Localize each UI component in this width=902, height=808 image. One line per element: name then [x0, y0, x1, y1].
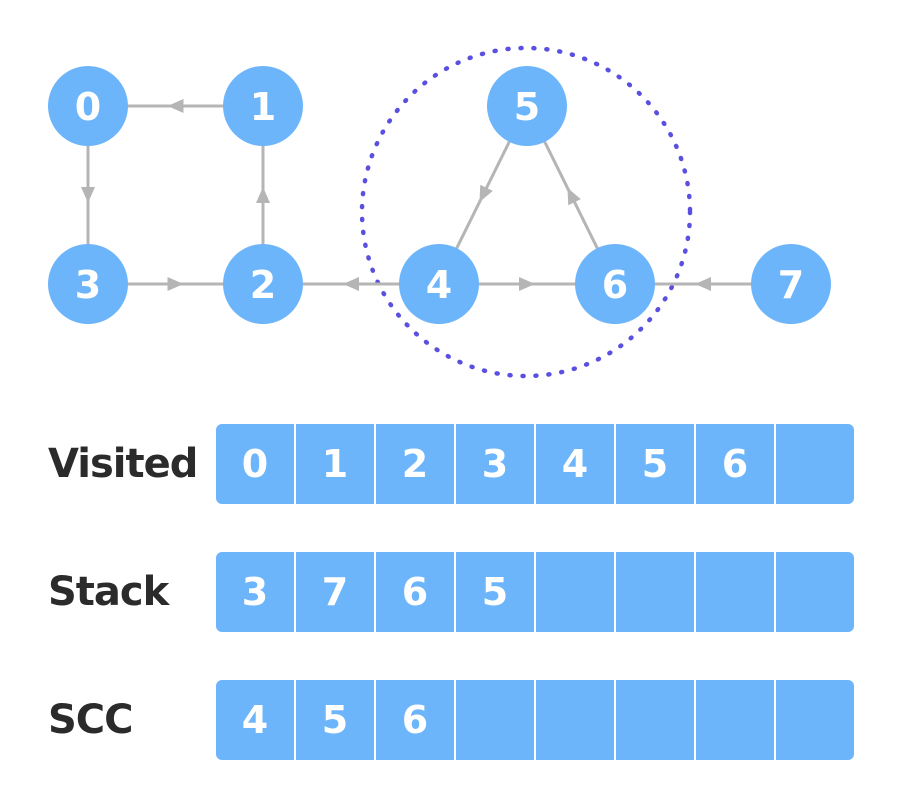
visited-cell: 0 [216, 424, 296, 504]
arrowhead-icon [519, 277, 535, 291]
graph-node-5: 5 [487, 66, 567, 146]
arrowhead-icon [479, 184, 493, 203]
arrowhead-icon [256, 187, 270, 203]
arrowhead-icon [81, 187, 95, 203]
stack-cell: 3 [216, 552, 296, 632]
graph-node-0: 0 [48, 66, 128, 146]
node-label: 0 [75, 85, 101, 129]
graph-node-6: 6 [575, 244, 655, 324]
scc-cell: 4 [216, 680, 296, 760]
stack-label: Stack [48, 569, 169, 615]
scc-cell: 5 [296, 680, 376, 760]
visited-cell [776, 424, 854, 504]
stack-cell: 5 [456, 552, 536, 632]
node-circle [48, 244, 128, 324]
stack-cell [696, 552, 776, 632]
visited-label: Visited [48, 441, 198, 487]
graph-node-1: 1 [223, 66, 303, 146]
arrowhead-icon [167, 277, 184, 291]
visited-cells: 0 1 2 3 4 5 6 [216, 424, 854, 504]
stack-cell: 7 [296, 552, 376, 632]
node-label: 2 [250, 263, 276, 307]
node-circle [751, 244, 831, 324]
nodes-layer: 0 1 2 3 4 5 6 7 [48, 66, 831, 324]
node-label: 6 [602, 263, 628, 307]
node-circle [223, 244, 303, 324]
node-label: 5 [514, 85, 540, 129]
stack-row: Stack 3 7 6 5 [0, 552, 902, 632]
stack-cell: 6 [376, 552, 456, 632]
visited-cell: 5 [616, 424, 696, 504]
arrowhead-icon [695, 277, 711, 291]
scc-cell: 6 [376, 680, 456, 760]
stack-cell [536, 552, 616, 632]
scc-label: SCC [48, 697, 134, 743]
scc-cells: 4 5 6 [216, 680, 854, 760]
node-label: 3 [75, 263, 101, 307]
visited-row: Visited 0 1 2 3 4 5 6 [0, 424, 902, 504]
graph-node-4: 4 [399, 244, 479, 324]
node-circle [487, 66, 567, 146]
node-circle [223, 66, 303, 146]
graph-node-3: 3 [48, 244, 128, 324]
scc-highlight-circle [359, 45, 693, 379]
node-circle [399, 244, 479, 324]
visited-cell: 4 [536, 424, 616, 504]
stack-cells: 3 7 6 5 [216, 552, 854, 632]
graph-node-2: 2 [223, 244, 303, 324]
stack-cell [616, 552, 696, 632]
node-circle [575, 244, 655, 324]
stack-cell [776, 552, 854, 632]
node-circle [48, 66, 128, 146]
scc-row: SCC 4 5 6 [0, 680, 902, 760]
node-label: 1 [250, 85, 276, 129]
visited-cell: 3 [456, 424, 536, 504]
graph-node-7: 7 [751, 244, 831, 324]
scc-cell [536, 680, 616, 760]
graph-diagram: 0 1 2 3 4 5 6 7 [48, 45, 831, 379]
scc-cell [456, 680, 536, 760]
node-label: 4 [426, 263, 452, 307]
arrowhead-icon [343, 277, 359, 291]
arrowhead-icon [567, 187, 581, 206]
visited-cell: 2 [376, 424, 456, 504]
visited-cell: 6 [696, 424, 776, 504]
visited-cell: 1 [296, 424, 376, 504]
scc-cell [616, 680, 696, 760]
edges-layer [81, 99, 753, 291]
node-label: 7 [778, 263, 804, 307]
arrowhead-icon [167, 99, 184, 113]
scc-cell [696, 680, 776, 760]
scc-cell [776, 680, 854, 760]
